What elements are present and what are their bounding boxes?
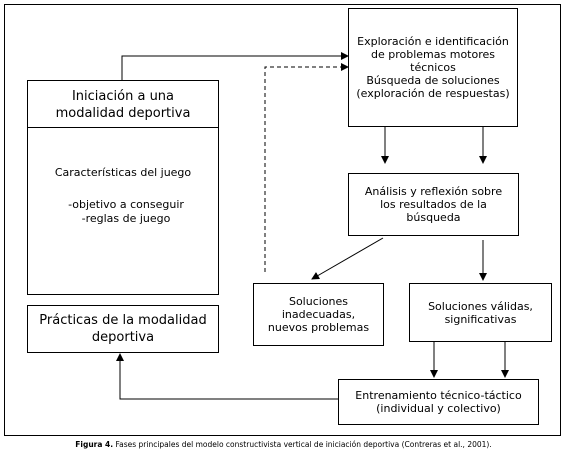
exploration-line: técnicos xyxy=(410,61,456,74)
practices-line-2: deportiva xyxy=(91,330,155,345)
exploration-line: de problemas motores xyxy=(371,48,495,61)
analysis-box: Análisis y reflexión sobre los resultado… xyxy=(348,173,519,236)
analysis-line: búsqueda xyxy=(406,211,461,224)
inadequate-line: Soluciones xyxy=(288,295,349,308)
characteristic-item: -reglas de juego xyxy=(81,212,171,225)
training-line: Entrenamiento técnico-táctico xyxy=(355,389,522,402)
initiation-body-box: Características del juego -objetivo a co… xyxy=(27,127,219,295)
practices-box: Prácticas de la modalidad deportiva xyxy=(27,305,219,353)
figure-caption: Figura 4. Fases principales del modelo c… xyxy=(0,440,567,450)
valid-line: Soluciones válidas, xyxy=(428,299,533,313)
figure-frame xyxy=(4,4,561,436)
training-box: Entrenamiento técnico-táctico (individua… xyxy=(338,379,539,425)
valid-solutions-box: Soluciones válidas, significativas xyxy=(409,283,552,342)
arrow-analysis-to-inadequate xyxy=(311,237,384,280)
exploration-box: Exploración e identificación de problema… xyxy=(348,8,518,127)
characteristic-item: -objetivo a conseguir xyxy=(68,198,184,211)
inadequate-line: nuevos problemas xyxy=(267,321,370,334)
arrow-initiation-to-exploration xyxy=(121,52,349,80)
inadequate-solutions-box: Soluciones inadecuadas, nuevos problemas xyxy=(253,283,384,346)
initiation-title-box: Iniciación a una modalidad deportiva xyxy=(27,80,219,128)
initiation-title-line-1: Iniciación a una xyxy=(71,88,175,104)
inadequate-line: inadecuadas, xyxy=(281,308,356,321)
exploration-line: (exploración de respuestas) xyxy=(356,87,510,100)
arrow-inadequate-to-exploration xyxy=(264,63,349,272)
analysis-line: los resultados de la xyxy=(380,198,487,211)
caption-text: Fases principales del modelo constructiv… xyxy=(113,440,492,449)
exploration-line: Búsqueda de soluciones xyxy=(366,74,500,87)
initiation-title-line-2: modalidad deportiva xyxy=(55,105,191,121)
practices-line-1: Prácticas de la modalidad xyxy=(39,313,207,328)
arrow-training-to-practices xyxy=(116,353,338,400)
exploration-line: Exploración e identificación xyxy=(357,35,509,48)
valid-line: significativas xyxy=(444,312,517,326)
game-characteristics-heading: Características del juego xyxy=(54,166,192,179)
analysis-line: Análisis y reflexión sobre xyxy=(364,185,503,198)
training-line: (individual y colectivo) xyxy=(376,402,501,415)
figure-label: Figura 4. xyxy=(75,440,114,449)
